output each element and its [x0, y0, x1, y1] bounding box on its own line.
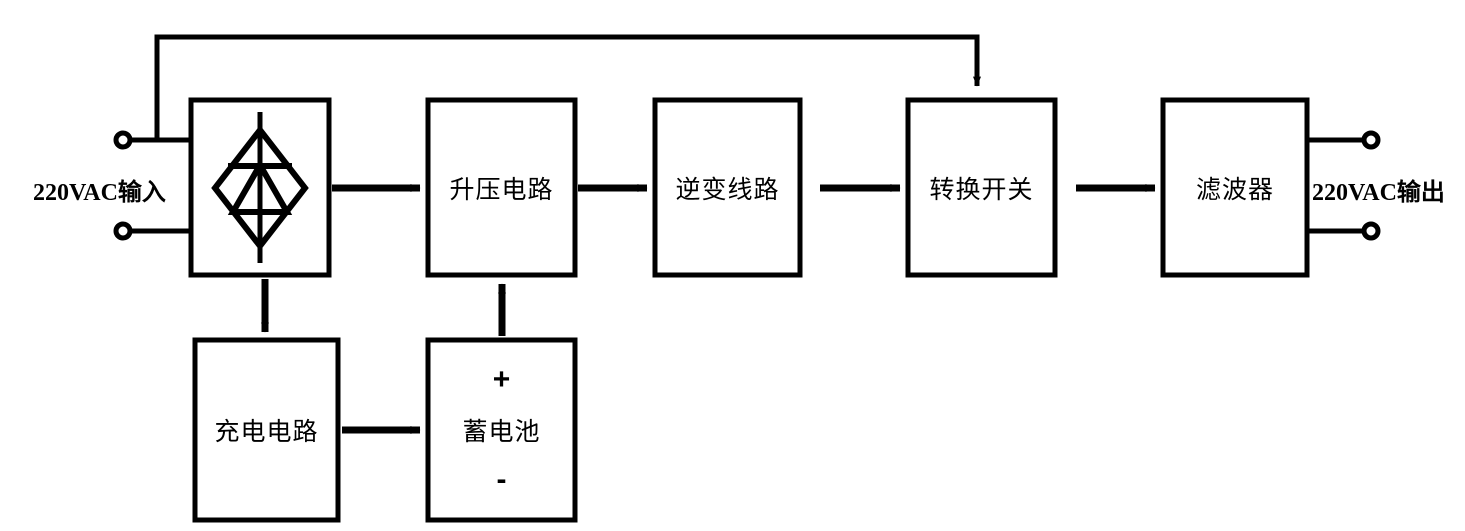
- block-label-charging-circuit: 充电电路: [214, 419, 319, 446]
- battery-minus-sign: -: [496, 463, 507, 496]
- block-label-inverter-circuit: 逆变线路: [675, 176, 780, 204]
- input-terminal-bottom[interactable]: [113, 221, 133, 241]
- block-boost-circuit[interactable]: [425, 97, 578, 278]
- block-battery[interactable]: [425, 337, 578, 523]
- block-filter[interactable]: [1160, 97, 1310, 278]
- output-label: 220VAC输出: [1312, 180, 1445, 206]
- rectifier-bridge-symbol: [211, 112, 309, 263]
- bypass-line: [154, 34, 981, 140]
- block-charging-circuit[interactable]: [192, 337, 341, 523]
- block-transfer-switch[interactable]: [905, 97, 1058, 278]
- block-inverter-circuit[interactable]: [652, 97, 803, 278]
- output-terminal-top[interactable]: [1361, 130, 1381, 150]
- input-label: 220VAC输入: [33, 180, 166, 206]
- block-label-transfer-switch: 转换开关: [929, 176, 1034, 204]
- block-label-filter: 滤波器: [1195, 176, 1274, 204]
- block-label-boost-circuit: 升压电路: [449, 176, 554, 204]
- input-terminal-top[interactable]: [113, 130, 133, 150]
- output-terminal-bottom[interactable]: [1361, 221, 1381, 241]
- battery-plus-sign: +: [492, 363, 511, 396]
- block-label-battery: 蓄电池: [462, 419, 541, 446]
